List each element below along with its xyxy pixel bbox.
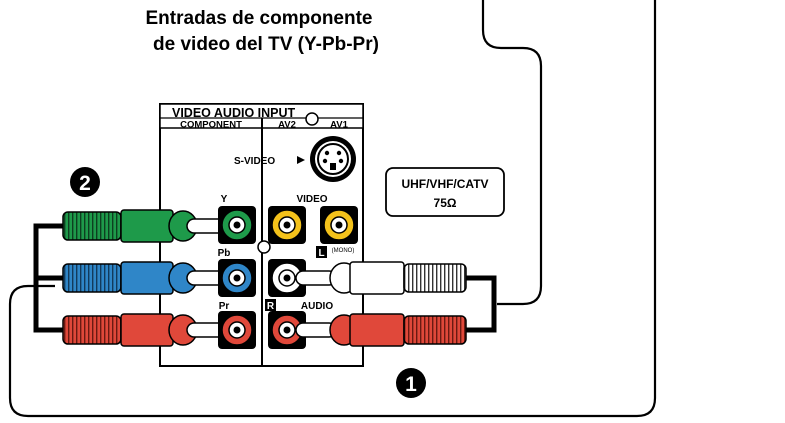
callout-2: 2 <box>70 167 100 197</box>
jack-audio-right[interactable] <box>268 311 306 349</box>
jack-audio-left[interactable] <box>268 259 306 297</box>
y-label: Y <box>221 194 228 205</box>
plug-green-y[interactable] <box>62 209 228 243</box>
video-jack-av1[interactable] <box>320 206 358 244</box>
antenna-impedance: 75Ω <box>434 196 457 210</box>
audio-label: AUDIO <box>301 301 333 312</box>
audio-left-label: L <box>318 248 324 259</box>
audio-right-label: R <box>267 301 275 312</box>
mono-label: (MONO) <box>332 248 355 254</box>
jack-y[interactable] <box>218 206 256 244</box>
av-separator-dot <box>305 112 319 126</box>
av2-label: AV2 <box>278 120 296 131</box>
audio-right-badge <box>265 299 276 311</box>
callout-1-number: 1 <box>405 373 417 396</box>
video-label: VIDEO <box>296 194 327 205</box>
pr-label: Pr <box>219 301 230 312</box>
jack-pr[interactable] <box>218 311 256 349</box>
audio-cable-loop <box>466 275 497 333</box>
plug-red-pr[interactable] <box>62 313 228 347</box>
panel-screw <box>257 240 271 254</box>
outline-bottom <box>8 0 657 418</box>
caption-line1: Entradas de componente <box>146 8 373 29</box>
av1-label: AV1 <box>330 120 348 131</box>
outline-top-right <box>481 0 543 306</box>
plug-blue-pb[interactable] <box>62 261 228 295</box>
svideo-jack[interactable] <box>310 136 356 182</box>
component-label: COMPONENT <box>180 120 242 131</box>
audio-left-badge <box>316 246 327 258</box>
pb-label: Pb <box>218 248 231 259</box>
panel-title: VIDEO AUDIO INPUT <box>172 106 296 120</box>
antenna-input: UHF/VHF/CATV 75Ω <box>385 167 505 217</box>
video-jack-av2[interactable] <box>268 206 306 244</box>
plug-white-audio-left[interactable] <box>295 261 467 295</box>
jack-pb[interactable] <box>218 259 256 297</box>
plug-red-audio-right[interactable] <box>295 313 467 347</box>
antenna-label: UHF/VHF/CATV <box>401 177 488 191</box>
svideo-arrow-icon <box>297 156 305 164</box>
svideo-label: S-VIDEO <box>234 156 275 167</box>
callout-1: 1 <box>396 368 426 398</box>
callout-2-number: 2 <box>79 172 91 195</box>
caption-line2: de video del TV (Y-Pb-Pr) <box>153 34 379 55</box>
